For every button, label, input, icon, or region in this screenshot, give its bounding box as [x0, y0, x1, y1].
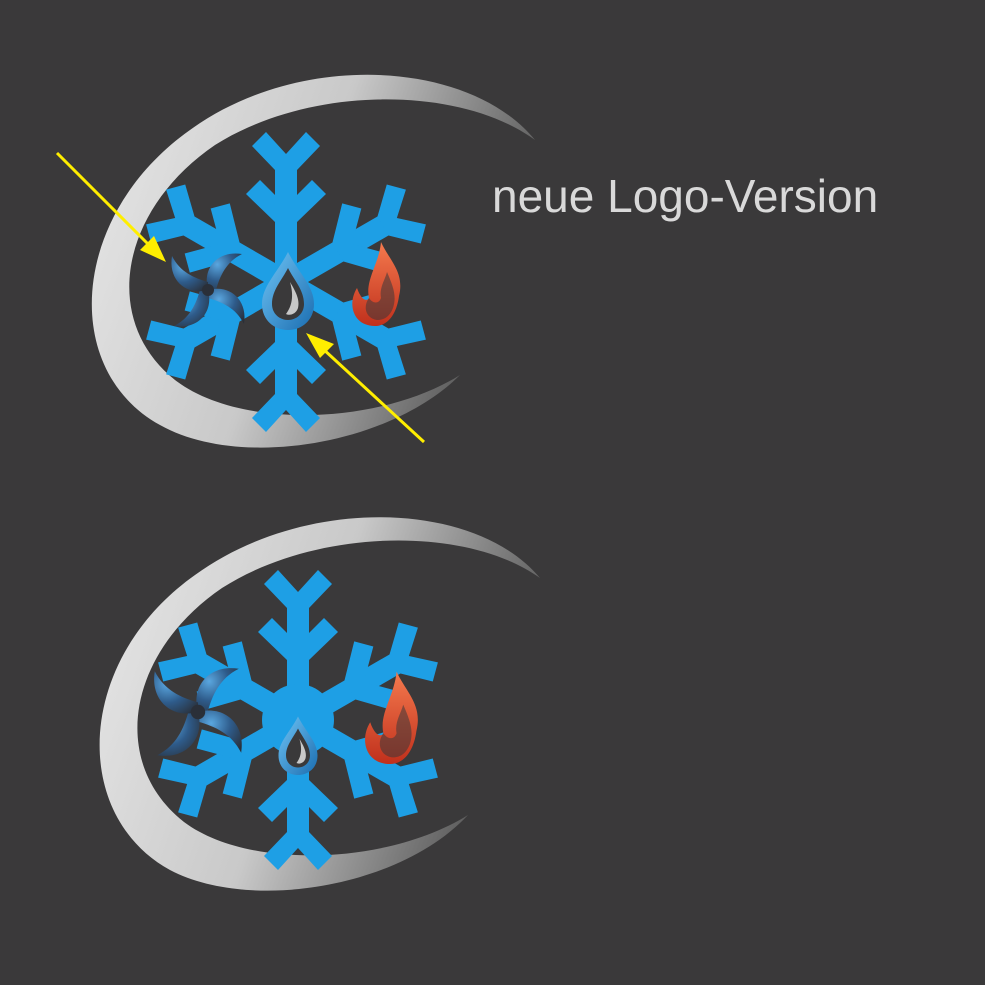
- caption-text: neue Logo-Version: [492, 170, 879, 222]
- arrow-icon: [306, 333, 426, 444]
- swoosh-icon: [91, 74, 535, 448]
- swoosh-icon: [99, 517, 540, 891]
- arrow-icon: [55, 151, 166, 262]
- logo-version-2: [99, 517, 540, 891]
- logo-version-1: [55, 74, 535, 448]
